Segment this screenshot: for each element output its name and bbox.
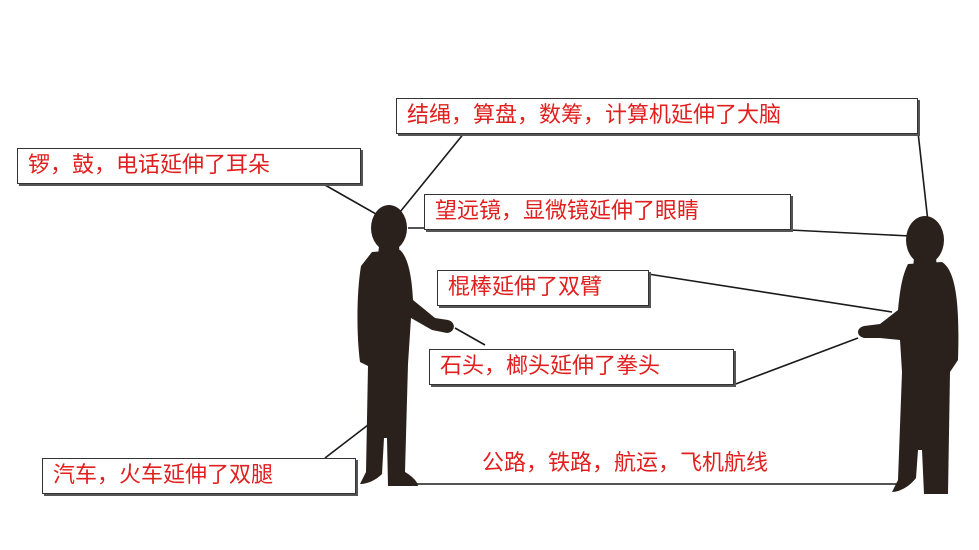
label-arms: 棍棒延伸了双臂 bbox=[437, 270, 649, 306]
label-routes: 公路，铁路，航运，飞机航线 bbox=[482, 451, 769, 476]
connector-arms bbox=[647, 273, 893, 313]
connector-lines bbox=[324, 131, 929, 485]
label-ears: 锣，鼓，电话延伸了耳朵 bbox=[17, 148, 361, 184]
label-brain: 结绳，算盘，数筹，计算机延伸了大脑 bbox=[396, 98, 918, 134]
connector-brain-right bbox=[917, 131, 929, 223]
label-legs: 汽车，火车延伸了双腿 bbox=[42, 458, 356, 494]
left-person-silhouette bbox=[357, 205, 454, 486]
label-eyes: 望远镜，显微镜延伸了眼睛 bbox=[424, 194, 791, 230]
connector-legs bbox=[324, 424, 369, 459]
connector-fists-left bbox=[454, 327, 486, 346]
label-fists: 石头，榔头延伸了拳头 bbox=[429, 349, 734, 385]
connector-eyes-right bbox=[789, 229, 911, 237]
connector-brain-left bbox=[399, 131, 466, 213]
right-person-silhouette bbox=[858, 216, 959, 494]
connector-fists-right bbox=[732, 337, 859, 386]
